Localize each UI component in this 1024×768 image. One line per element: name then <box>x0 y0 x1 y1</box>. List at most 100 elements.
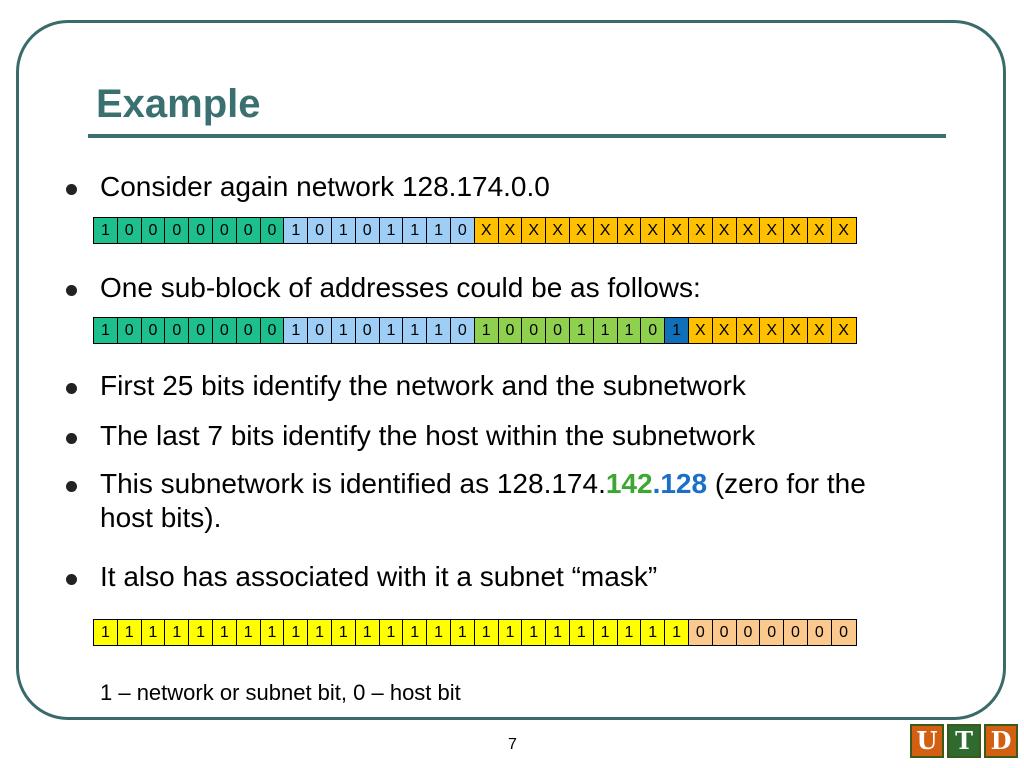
bullet-text: The last 7 bits identify the host within… <box>100 420 756 451</box>
bit-cell: 1 <box>427 218 451 243</box>
bit-cell: 1 <box>284 218 309 243</box>
bit-cell: 0 <box>498 318 523 343</box>
bit-cell: 0 <box>546 318 570 343</box>
bit-cell: 0 <box>308 218 332 243</box>
page-number: 7 <box>508 736 517 753</box>
bit-cell: 1 <box>593 318 618 343</box>
mask-caption: 1 – network or subnet bit, 0 – host bit <box>100 680 461 705</box>
bullet-text: This subnetwork is identified as 128.174… <box>100 467 926 535</box>
bit-cell: 0 <box>189 218 213 243</box>
bit-cell: 1 <box>403 620 428 645</box>
bit-cell: 0 <box>450 318 475 343</box>
bit-cell: 1 <box>665 620 689 645</box>
bit-cell: 1 <box>427 620 451 645</box>
slide-frame <box>16 20 1006 720</box>
bit-cell: X <box>569 218 594 243</box>
bit-cell: 1 <box>450 620 475 645</box>
bit-cell: 1 <box>212 620 237 645</box>
bullet-dot-icon <box>66 433 77 444</box>
bit-cell: 0 <box>355 218 380 243</box>
bullet-dot-icon <box>66 574 77 585</box>
bit-cell: X <box>474 218 499 243</box>
bit-cell: X <box>712 318 737 343</box>
bit-cell: 0 <box>165 318 190 343</box>
bit-cell: 0 <box>641 318 666 343</box>
bit-cell: 0 <box>688 620 713 645</box>
bit-cell: 1 <box>403 218 428 243</box>
bit-cell: 1 <box>474 318 499 343</box>
bit-cell: 1 <box>94 318 118 343</box>
bit-cell: 1 <box>284 318 309 343</box>
bit-cell: 1 <box>522 620 547 645</box>
slide-title: Example <box>96 82 261 126</box>
bit-cell: X <box>760 218 785 243</box>
bit-cell: 1 <box>617 318 642 343</box>
bit-cell: 0 <box>212 218 237 243</box>
bit-cell: X <box>736 218 761 243</box>
bit-cell: 1 <box>641 620 666 645</box>
bit-cell: 1 <box>569 620 594 645</box>
bit-cell: X <box>593 218 618 243</box>
bit-cell: 0 <box>236 318 261 343</box>
bit-cell: 1 <box>94 620 118 645</box>
bit-cell: X <box>807 318 832 343</box>
bit-cell: X <box>522 218 547 243</box>
bit-cell: X <box>831 318 856 343</box>
bullet-text: Consider again network 128.174.0.0 <box>100 171 550 202</box>
bit-cell: 1 <box>498 620 523 645</box>
bit-cell: 0 <box>308 318 332 343</box>
bit-cell: 0 <box>760 620 785 645</box>
bit-cell: 0 <box>117 318 142 343</box>
title-underline <box>88 134 946 138</box>
bit-cell: 1 <box>379 318 404 343</box>
bit-cell: 1 <box>117 620 142 645</box>
bit-cell: 1 <box>427 318 451 343</box>
subnet-id-suffix: (zero for the host bits). <box>100 468 866 533</box>
bit-cell: 0 <box>712 620 737 645</box>
bit-cell: X <box>665 218 689 243</box>
bit-cell: X <box>546 218 570 243</box>
bit-cell: 1 <box>569 318 594 343</box>
bit-cell: 0 <box>736 620 761 645</box>
bit-cell: 1 <box>331 218 356 243</box>
bullet-text: First 25 bits identify the network and t… <box>100 370 746 401</box>
bit-cell: X <box>498 218 523 243</box>
bit-cell: X <box>712 218 737 243</box>
bit-cell: 1 <box>379 620 404 645</box>
bit-cell: 1 <box>236 620 261 645</box>
bit-cell: 1 <box>284 620 309 645</box>
bit-cell: 1 <box>593 620 618 645</box>
bit-cell: X <box>784 218 808 243</box>
logo-letter-d: D <box>984 724 1018 758</box>
subnet-dot: . <box>652 468 661 499</box>
bit-cell: X <box>688 318 713 343</box>
bit-cell: 1 <box>331 620 356 645</box>
bit-cell: 1 <box>474 620 499 645</box>
bit-cell: 0 <box>450 218 475 243</box>
bit-cell: X <box>617 218 642 243</box>
bit-cell: 0 <box>260 218 285 243</box>
bit-cell: 1 <box>308 620 332 645</box>
bit-cell: 0 <box>831 620 856 645</box>
utd-logo: U T D <box>910 724 1018 758</box>
bit-cell: X <box>760 318 785 343</box>
bit-cell: X <box>831 218 856 243</box>
bit-cell: 1 <box>165 620 190 645</box>
bit-cell: X <box>784 318 808 343</box>
bit-cell: 1 <box>379 218 404 243</box>
bullet-text: It also has associated with it a subnet … <box>100 561 658 592</box>
bit-cell: 0 <box>807 620 832 645</box>
bit-cell: 0 <box>522 318 547 343</box>
bit-cell: 0 <box>236 218 261 243</box>
bit-cell: 0 <box>189 318 213 343</box>
bit-cell: 1 <box>617 620 642 645</box>
bit-cell: 1 <box>94 218 118 243</box>
bit-cell: 1 <box>665 318 689 343</box>
bullet-dot-icon <box>66 184 77 195</box>
bit-cell: X <box>807 218 832 243</box>
subnet-id-prefix: This subnetwork is identified as 128.174… <box>100 468 606 499</box>
bit-cell: 1 <box>355 620 380 645</box>
bit-cell: 1 <box>260 620 285 645</box>
